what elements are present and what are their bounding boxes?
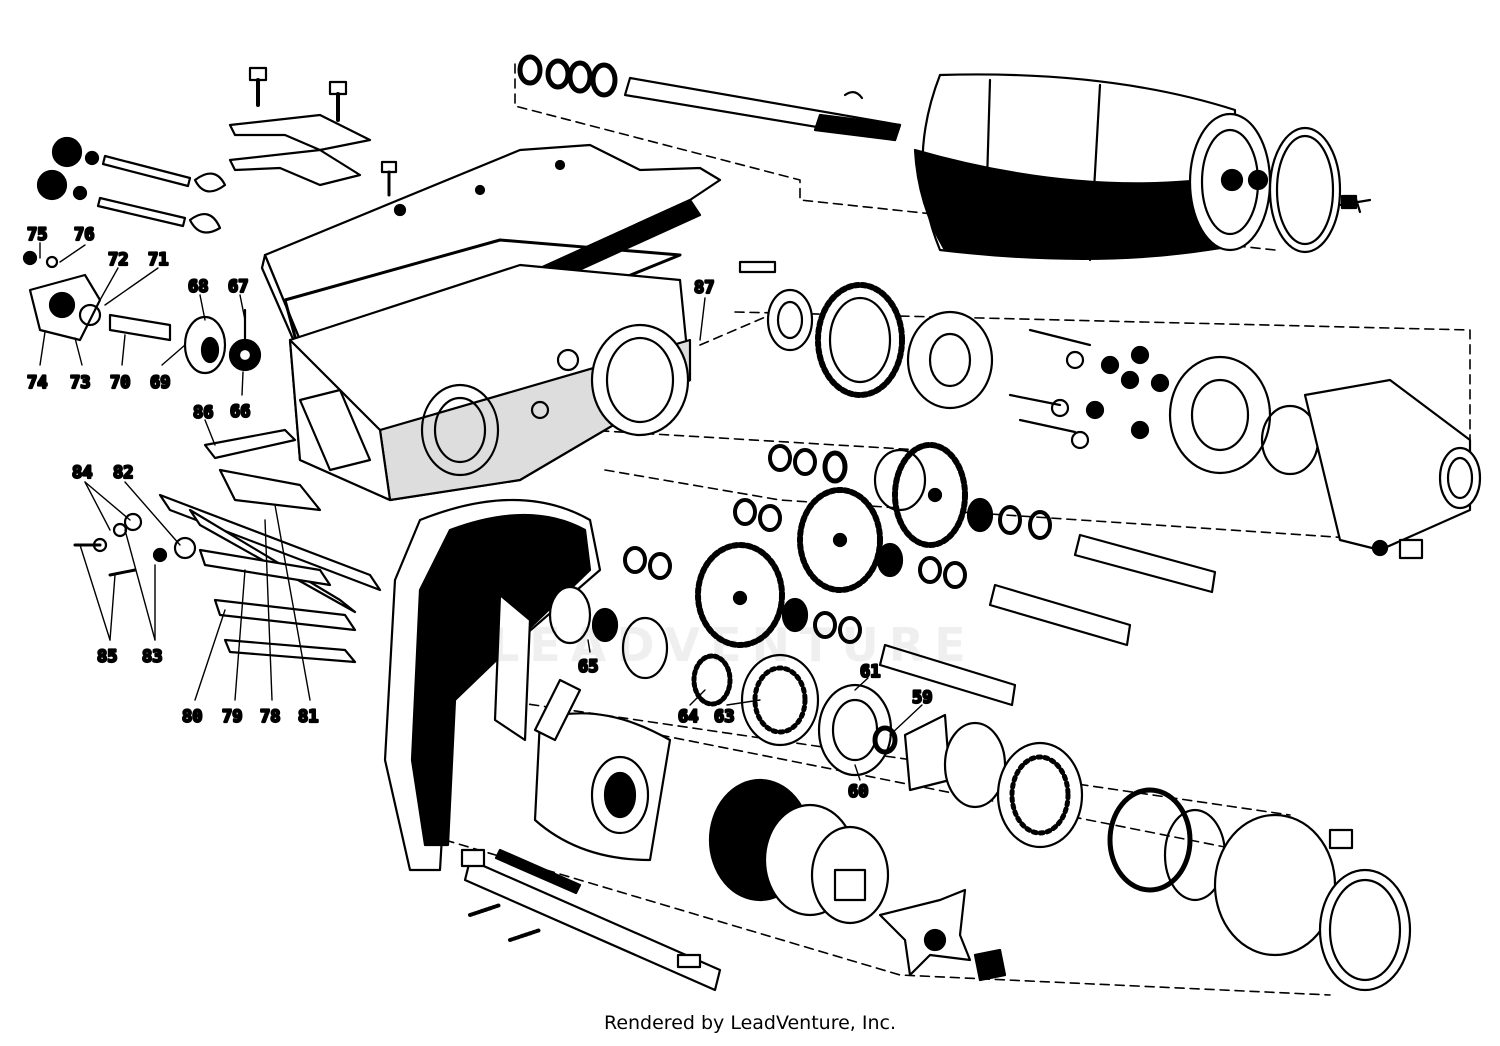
callout-61: 61 xyxy=(860,662,880,682)
callout-66: 66 xyxy=(230,402,250,422)
pump-assembly xyxy=(22,250,262,375)
gear-cluster-upper xyxy=(766,282,1482,552)
callout-labels: 75 76 72 71 74 73 70 69 68 67 66 86 87 8… xyxy=(26,224,934,803)
callout-64: 64 xyxy=(678,707,698,727)
callout-72: 72 xyxy=(108,250,128,270)
callout-71: 71 xyxy=(148,250,168,270)
callout-79: 79 xyxy=(222,707,242,727)
callout-86: 86 xyxy=(193,403,213,423)
callout-78: 78 xyxy=(260,707,280,727)
callout-69: 69 xyxy=(150,373,170,393)
gearbox-housing xyxy=(288,263,692,502)
callout-82: 82 xyxy=(113,463,133,483)
tine-drum xyxy=(913,73,1272,262)
top-brackets xyxy=(228,113,372,187)
callout-75: 75 xyxy=(27,225,47,245)
callout-84: 84 xyxy=(72,463,92,483)
callout-leaders xyxy=(39,242,923,781)
control-handles xyxy=(36,136,227,234)
layshafts xyxy=(878,533,1217,707)
upper-shaft-assembly xyxy=(517,54,902,142)
callout-60: 60 xyxy=(848,782,868,802)
callout-74: 74 xyxy=(27,373,47,393)
callout-70: 70 xyxy=(110,373,130,393)
callout-87: 87 xyxy=(694,278,714,298)
watermark-text: LEADVENTURE xyxy=(490,618,976,672)
mount-bracket xyxy=(493,591,582,742)
cover-bolts xyxy=(248,66,398,197)
bearing-assembly xyxy=(548,538,1424,992)
drum-end-cap xyxy=(1247,126,1372,254)
lower-left-parts xyxy=(73,428,382,664)
gear-cluster-middle xyxy=(623,442,1052,648)
drive-belt xyxy=(383,498,602,872)
callout-80: 80 xyxy=(182,707,202,727)
callout-85: 85 xyxy=(97,647,117,667)
callout-67: 67 xyxy=(228,277,248,297)
callout-76: 76 xyxy=(74,225,94,245)
callout-83: 83 xyxy=(142,647,162,667)
pinions-and-pins xyxy=(738,260,1170,450)
callout-81: 81 xyxy=(298,707,318,727)
callout-73: 73 xyxy=(70,373,90,393)
callout-65: 65 xyxy=(578,657,598,677)
callout-63: 63 xyxy=(714,707,734,727)
clutch-pulley xyxy=(533,712,1007,982)
drive-shaft xyxy=(460,848,722,992)
callout-59: 59 xyxy=(912,688,932,708)
footer-credit: Rendered by LeadVenture, Inc. xyxy=(603,1012,897,1034)
callout-68: 68 xyxy=(188,277,208,297)
